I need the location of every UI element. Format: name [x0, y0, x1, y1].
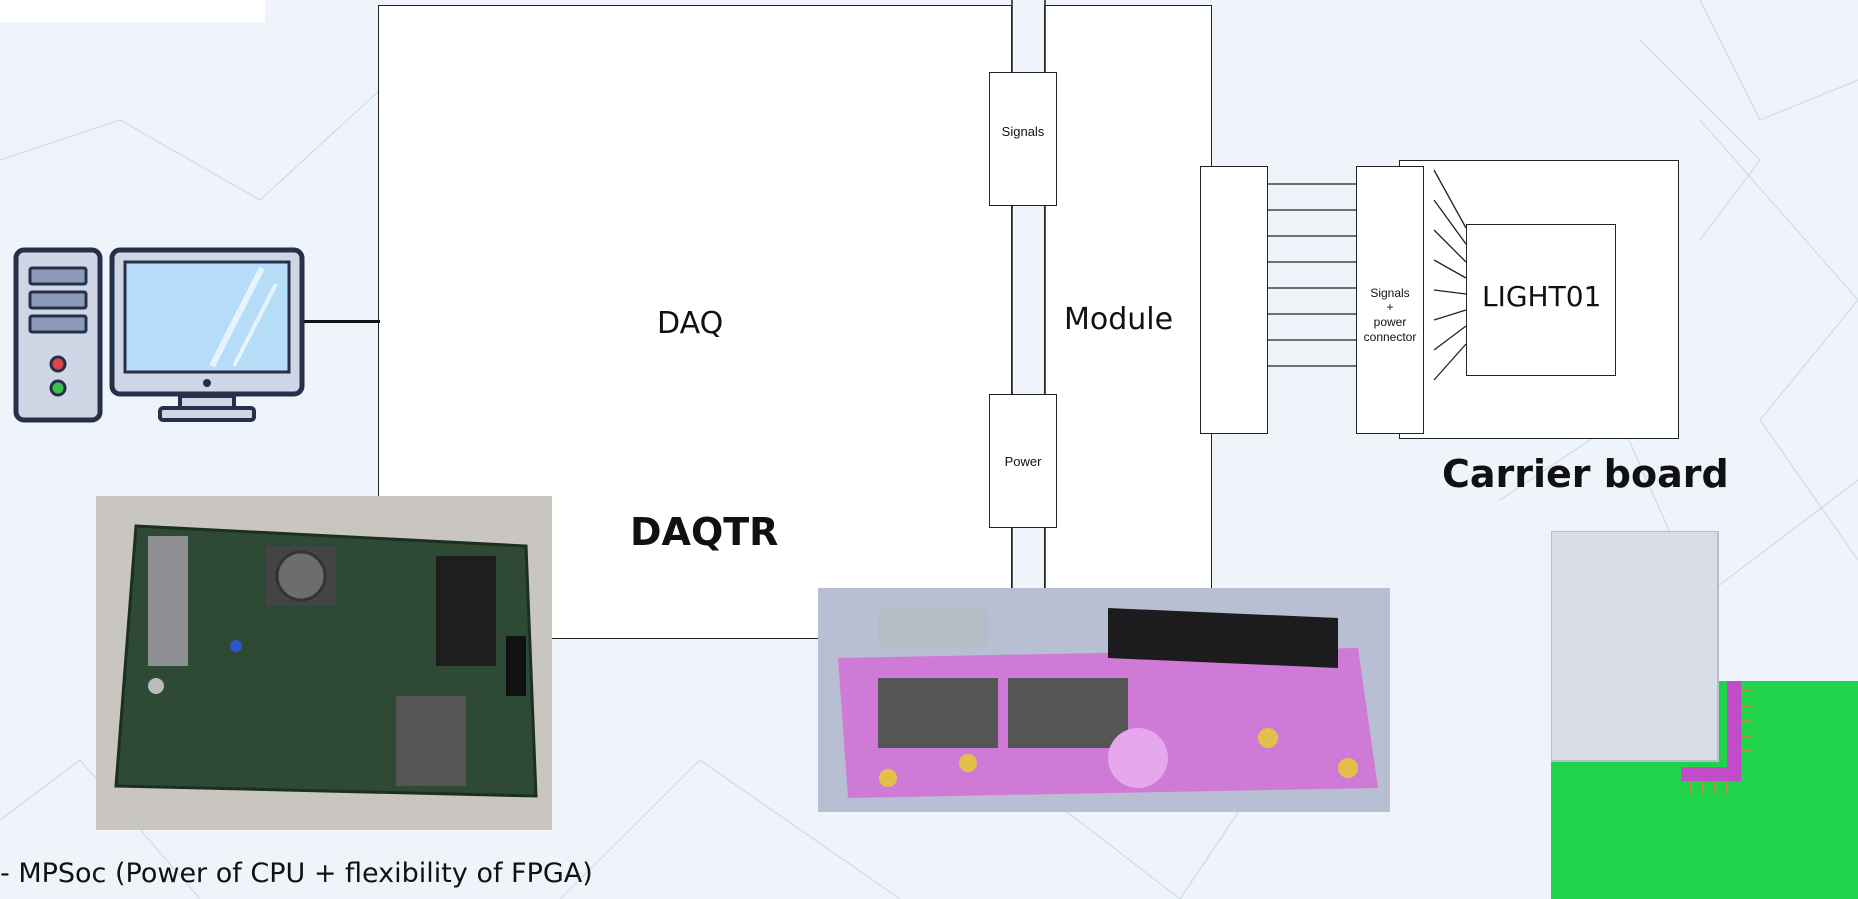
- connector-label-3: power: [1356, 315, 1424, 329]
- light01-label: LIGHT01: [1482, 280, 1601, 313]
- power-label: Power: [989, 454, 1057, 469]
- carrier-board-render: [1551, 531, 1858, 899]
- module-label: Module: [1064, 302, 1173, 337]
- carrier-board-label: Carrier board: [1442, 452, 1729, 496]
- signals-connector: [989, 72, 1057, 206]
- desktop-computer-icon: [12, 246, 308, 426]
- connector-label-2: +: [1356, 300, 1424, 314]
- signals-label: Signals: [989, 124, 1057, 139]
- caption-text: - MPSoc (Power of CPU + flexibility of F…: [0, 858, 593, 889]
- module-pcb-render: [818, 588, 1390, 812]
- daqtr-label: DAQTR: [630, 510, 778, 554]
- connector-label-1: Signals: [1356, 286, 1424, 300]
- computer-connection-line: [304, 320, 380, 323]
- module-connector-block: [1200, 166, 1268, 434]
- connector-label-4: connector: [1356, 330, 1424, 344]
- daq-label: DAQ: [657, 306, 723, 341]
- daq-board-photo: [96, 496, 552, 830]
- module-box: [1044, 5, 1212, 595]
